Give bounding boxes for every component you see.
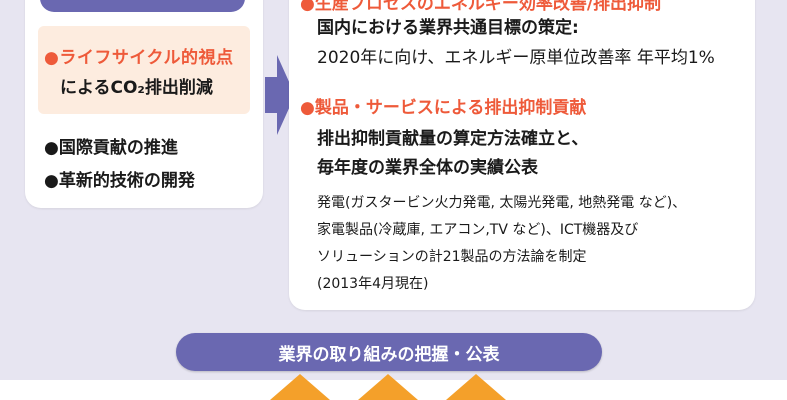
- industry-disclosure-pill: 業界の取り組みの把握・公表: [176, 333, 602, 371]
- lifecycle-highlight-box: [38, 26, 250, 114]
- bullet-international-contribution: ●国際貢献の推進: [44, 138, 178, 158]
- up-triangle-icon: [446, 374, 506, 400]
- annual-results-line: 毎年度の業界全体の実績公表: [317, 158, 538, 178]
- left-top-tab: [40, 0, 245, 12]
- industry-target-line: 国内における業界共通目標の策定:: [317, 18, 579, 38]
- up-triangle-icon: [358, 374, 418, 400]
- product-contribution-heading: ●製品・サービスによる排出抑制貢献: [300, 98, 587, 118]
- lifecycle-subheading: によるCO₂排出削減: [60, 78, 213, 98]
- bullet-innovative-tech: ●革新的技術の開発: [44, 171, 195, 191]
- detail-line-1: 発電(ガスタービン火力発電, 太陽光発電, 地熱発電 など)、: [317, 195, 687, 211]
- up-triangle-icon: [270, 374, 330, 400]
- detail-line-4: (2013年4月現在): [317, 276, 429, 292]
- detail-line-2: 家電製品(冷蔵庫, エアコン,TV など)、ICT機器及び: [317, 222, 639, 238]
- right-card: [289, 0, 755, 310]
- energy-improvement-line: 2020年に向け、エネルギー原単位改善率 年平均1%: [317, 48, 715, 68]
- detail-line-3: ソリューションの計21製品の方法論を制定: [317, 249, 587, 265]
- lifecycle-heading: ●ライフサイクル的視点: [44, 48, 234, 68]
- calc-method-line: 排出抑制貢献量の算定方法確立と、: [317, 129, 589, 149]
- industry-disclosure-label: 業界の取り組みの把握・公表: [278, 344, 500, 365]
- process-efficiency-heading: ●生産プロセスのエネルギー効率改善/排出抑制: [300, 0, 662, 14]
- right-arrow-icon: [265, 55, 295, 135]
